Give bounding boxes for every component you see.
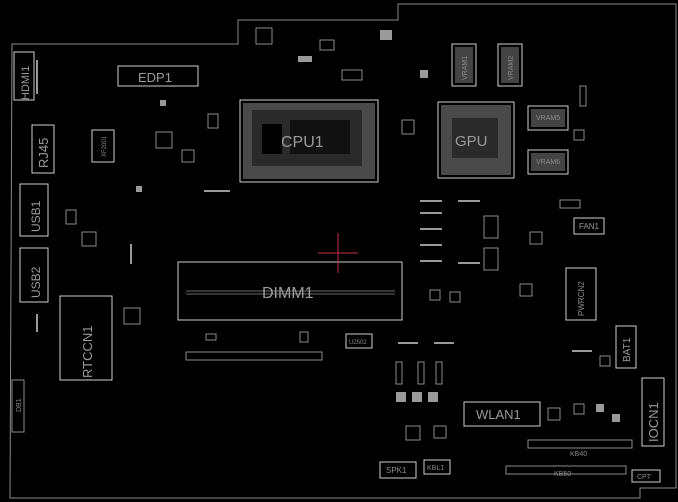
fan-label: FAN1 [579, 222, 600, 231]
cpt-label: CPT [637, 474, 652, 481]
kbl-label: KBL1 [427, 465, 444, 472]
iocn-label: IOCN1 [646, 402, 661, 442]
u2502-label: U2502 [349, 340, 367, 346]
usb2-label: USB2 [29, 266, 43, 298]
hdmi-label: HDMI1 [20, 66, 32, 100]
usb1-connector[interactable]: USB1 [19, 183, 49, 237]
dimm-label: DIMM1 [262, 285, 314, 302]
edp-label: EDP1 [138, 70, 172, 85]
pwrcn-label: PWRCN2 [577, 281, 586, 316]
vram1-label: VRAM1 [462, 56, 469, 80]
pad-clusters [36, 30, 620, 422]
kb50-label: KB50 [554, 471, 571, 478]
wlan-slot[interactable]: WLAN1 [463, 401, 541, 427]
rtccn-connector[interactable]: RTCCN1 [59, 295, 113, 381]
spk-label: SPK1 [386, 466, 407, 475]
usb1-label: USB1 [29, 200, 43, 232]
rj45-label: RJ45 [36, 138, 51, 168]
rj45-connector[interactable]: RJ45 [31, 124, 55, 174]
db-label: DB1 [16, 398, 23, 412]
edp-connector[interactable]: EDP1 [117, 65, 199, 87]
u2502-chip[interactable]: U2502 [345, 333, 373, 349]
board-outline [9, 3, 677, 499]
vram5-label: VRAM5 [536, 115, 560, 122]
vram2-chip[interactable]: VRAM2 [497, 43, 523, 87]
cpu-package[interactable]: CPU1 [239, 99, 379, 183]
dimm-bottom-connector [185, 351, 323, 361]
db-connector[interactable]: DB1 [11, 379, 25, 433]
small-components [65, 27, 611, 441]
kb50-connector[interactable]: KB50 [505, 465, 627, 478]
gpu-package[interactable]: GPU [437, 101, 515, 179]
wlan-label: WLAN1 [476, 407, 521, 422]
vram6-chip[interactable]: VRAM6 [527, 149, 569, 175]
vram6-label: VRAM6 [536, 159, 560, 166]
cpt-connector[interactable]: CPT [631, 469, 661, 483]
dimm-slot[interactable]: DIMM1 [177, 261, 403, 321]
kb40-connector[interactable]: KB40 [527, 439, 633, 458]
pwrcn-connector[interactable]: PWRCN2 [565, 267, 597, 321]
vram2-label: VRAM2 [508, 56, 515, 80]
bat-connector[interactable]: BAT1 [615, 325, 637, 369]
kb40-label: KB40 [570, 451, 587, 458]
iocn-connector[interactable]: IOCN1 [641, 377, 665, 447]
cpu-label: CPU1 [281, 134, 324, 151]
bat-label: BAT1 [622, 337, 633, 362]
cursor-crosshair [318, 233, 358, 273]
rtccn-label: RTCCN1 [80, 326, 95, 379]
fan-connector[interactable]: FAN1 [573, 217, 605, 235]
kbl-connector[interactable]: KBL1 [423, 459, 451, 475]
usb2-connector[interactable]: USB2 [19, 247, 49, 303]
vram5-chip[interactable]: VRAM5 [527, 105, 569, 131]
gpu-label: GPU [455, 133, 488, 150]
hdmi-connector[interactable]: HDMI1 [13, 51, 38, 101]
spk-connector[interactable]: SPK1 [379, 461, 417, 479]
xf2001-label: XF2001 [102, 135, 108, 157]
xf2001-chip[interactable]: XF2001 [91, 129, 115, 163]
vram1-chip[interactable]: VRAM1 [451, 43, 477, 87]
